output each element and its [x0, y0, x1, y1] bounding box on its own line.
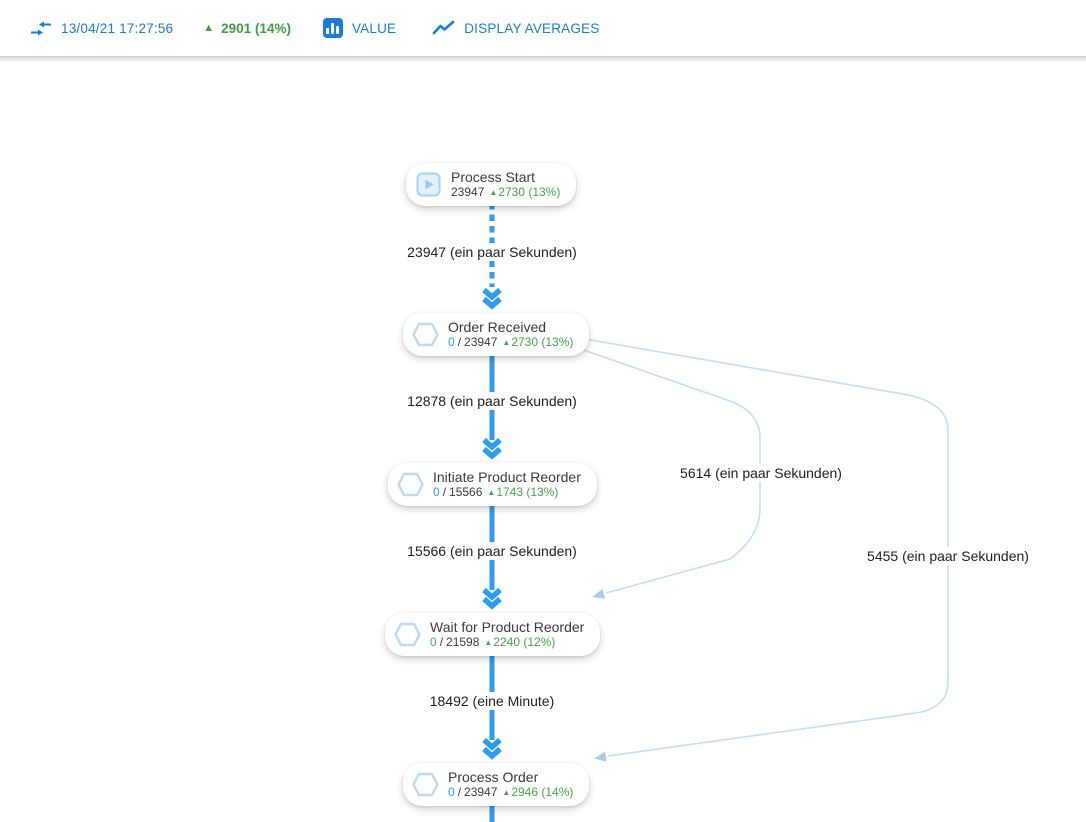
hexagon-icon [412, 772, 439, 797]
node-count: 0 [448, 785, 455, 799]
hexagon-icon [397, 472, 424, 497]
node-stats: 0/23947 ▲2730 (13%) [448, 335, 573, 350]
chevron-arrowhead-icon [482, 746, 502, 760]
chevron-arrowhead-icon [482, 296, 502, 310]
node-delta-value: 1743 (13%) [496, 485, 559, 499]
trend-indicator[interactable]: ▲ 2901 (14%) [203, 21, 291, 36]
branch-edge-to-process-order [584, 338, 949, 762]
up-triangle-icon: ▲ [502, 338, 511, 347]
node-delta-value: 2730 (13%) [511, 335, 574, 349]
edge-label-wait-to-process: 18492 (eine Minute) [425, 692, 559, 710]
compare-arrows-icon [31, 21, 51, 35]
node-total: 15566 [449, 485, 483, 499]
value-button-label: VALUE [351, 20, 397, 36]
branch-arrowhead-icon [594, 751, 607, 762]
branch-arrowhead-icon [592, 588, 606, 599]
node-title: Initiate Product Reorder [433, 469, 581, 485]
node-separator: / [439, 635, 444, 649]
node-total: 23947 [464, 335, 498, 349]
node-wait-for-product-reorder[interactable]: Wait for Product Reorder 0/21598 ▲2240 (1… [385, 613, 601, 656]
chevron-arrowhead-icon [482, 587, 502, 601]
toolbar: 13/04/21 17:27:56 ▲ 2901 (14%) VALUE DIS… [0, 0, 1086, 63]
trend-value-label: 2901 (14%) [221, 20, 291, 36]
chevron-arrowhead-icon [482, 287, 502, 301]
chevron-arrowhead-icon [482, 737, 502, 751]
node-stats: 23947 ▲2730 (13%) [451, 185, 560, 200]
node-delta: ▲2730 (13%) [502, 335, 573, 349]
chevron-arrowhead-icon [482, 596, 502, 610]
up-triangle-icon: ▲ [484, 638, 493, 647]
edge-label-initiate-to-wait: 15566 (ein paar Sekunden) [403, 542, 581, 560]
chevron-arrowhead-icon [482, 437, 502, 451]
node-text: Process Start 23947 ▲2730 (13%) [451, 169, 560, 200]
node-delta-value: 2730 (13%) [498, 185, 561, 199]
node-stats: 0/23947 ▲2946 (14%) [448, 785, 573, 800]
node-delta: ▲2240 (12%) [484, 635, 555, 649]
node-count: 0 [430, 635, 437, 649]
node-delta: ▲1743 (13%) [487, 485, 558, 499]
averages-button-label: DISPLAY AVERAGES [464, 20, 600, 36]
node-order-received[interactable]: Order Received 0/23947 ▲2730 (13%) [403, 313, 590, 356]
node-stats: 0/21598 ▲2240 (12%) [430, 635, 584, 650]
edge-label-start-to-order: 23947 (ein paar Sekunden) [403, 243, 581, 261]
node-initiate-product-reorder[interactable]: Initiate Product Reorder 0/15566 ▲1743 (1… [388, 463, 597, 506]
main-flow-edges [482, 203, 502, 822]
node-separator: / [457, 785, 462, 799]
trend-up-icon: ▲ [203, 21, 215, 34]
node-title: Process Order [448, 769, 539, 785]
node-separator: / [457, 335, 462, 349]
node-delta-value: 2240 (12%) [493, 635, 556, 649]
node-total: 23947 [464, 785, 498, 799]
timestamp-label: 13/04/21 17:27:56 [61, 20, 174, 36]
up-triangle-icon: ▲ [489, 188, 498, 197]
node-text: Order Received 0/23947 ▲2730 (13%) [448, 319, 573, 350]
bar-chart-icon [322, 18, 343, 38]
node-title: Order Received [448, 319, 547, 335]
chevron-arrowhead-icon [482, 446, 502, 460]
node-text: Wait for Product Reorder 0/21598 ▲2240 (1… [430, 619, 584, 650]
node-total: 21598 [446, 635, 480, 649]
node-text: Process Order 0/23947 ▲2946 (14%) [448, 769, 573, 800]
play-icon [415, 172, 442, 197]
up-triangle-icon: ▲ [487, 488, 496, 497]
trend-line-icon [432, 20, 455, 35]
hexagon-icon [394, 622, 421, 647]
edge-label-order-to-initiate: 12878 (ein paar Sekunden) [403, 392, 581, 410]
value-toggle-button[interactable]: VALUE [322, 18, 397, 38]
node-process-start[interactable]: Process Start 23947 ▲2730 (13%) [406, 163, 577, 206]
branch-label-to-wait: 5614 (ein paar Sekunden) [676, 464, 846, 482]
node-count: 0 [433, 485, 440, 499]
node-total: 23947 [451, 185, 485, 199]
node-process-order[interactable]: Process Order 0/23947 ▲2946 (14%) [403, 763, 590, 806]
node-title: Wait for Product Reorder [430, 619, 585, 635]
node-count: 0 [448, 335, 455, 349]
timestamp-control[interactable]: 13/04/21 17:27:56 [30, 20, 173, 37]
node-delta: ▲2946 (14%) [502, 785, 573, 799]
node-title: Process Start [451, 169, 536, 185]
node-text: Initiate Product Reorder 0/15566 ▲1743 (1… [433, 469, 581, 500]
branch-label-to-process-order: 5455 (ein paar Sekunden) [863, 547, 1033, 565]
node-delta-value: 2946 (14%) [511, 785, 574, 799]
hexagon-icon [412, 322, 439, 347]
up-triangle-icon: ▲ [502, 788, 511, 797]
node-stats: 0/15566 ▲1743 (13%) [433, 485, 581, 500]
node-delta: ▲2730 (13%) [489, 185, 560, 199]
display-averages-button[interactable]: DISPLAY AVERAGES [432, 20, 599, 36]
node-separator: / [442, 485, 447, 499]
